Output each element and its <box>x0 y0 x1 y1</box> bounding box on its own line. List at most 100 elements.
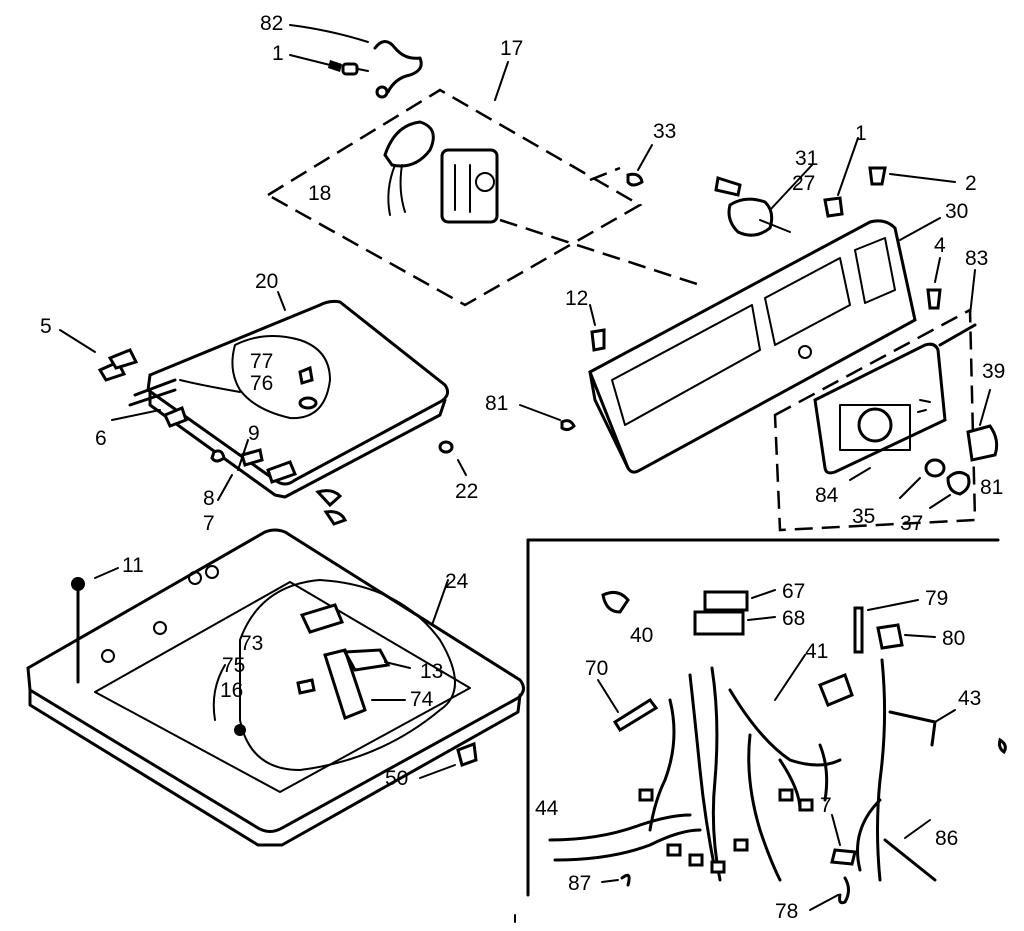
screw-part-4 <box>926 288 942 310</box>
leader-11 <box>94 567 119 579</box>
base-top-group <box>26 528 525 847</box>
label-35: 35 <box>852 505 875 528</box>
screw-part-2 <box>868 166 887 186</box>
clip-part-33 <box>626 172 644 187</box>
leader-82 <box>289 24 369 43</box>
label-50: 50 <box>385 767 408 790</box>
leader-7b <box>831 814 841 846</box>
leader-24 <box>431 579 449 626</box>
label-4: 4 <box>934 234 946 257</box>
label-76: 76 <box>250 372 273 395</box>
label-31: 31 <box>795 147 818 170</box>
wire-clip-end <box>375 85 389 99</box>
fastener-part-76 <box>298 396 318 410</box>
label-24: 24 <box>445 570 469 593</box>
hinge-clip-lower <box>323 510 348 526</box>
fastener-part-77 <box>298 365 314 385</box>
label-44: 44 <box>535 797 559 820</box>
switch-lead <box>759 219 791 233</box>
label-11: 11 <box>122 554 144 577</box>
harness-branch-c <box>747 733 782 882</box>
label-87: 87 <box>568 872 591 895</box>
leader-84 <box>849 467 871 481</box>
label-77: 77 <box>250 350 273 373</box>
harness-right-branch <box>856 798 882 872</box>
wire-end-5 <box>638 788 654 802</box>
washer-top-panel <box>26 528 525 833</box>
wire-end-4 <box>733 838 749 852</box>
top-cover-group <box>59 291 467 526</box>
switch-clip-31 <box>714 176 742 197</box>
leader-68 <box>747 616 776 621</box>
wire-clip-part <box>373 40 423 94</box>
wire-75 <box>212 664 226 721</box>
leader-81a <box>519 404 561 421</box>
label-43: 43 <box>958 687 981 710</box>
label-40: 40 <box>630 624 653 647</box>
leader-80 <box>904 634 936 638</box>
leader-41 <box>774 654 806 701</box>
label-8: 8 <box>203 487 215 510</box>
leader-83 <box>969 269 976 316</box>
top-cover-edge <box>148 388 447 499</box>
console-housing <box>588 219 917 474</box>
clip-part-87 <box>620 873 631 887</box>
screw-part-9 <box>240 448 264 467</box>
leader-2 <box>889 173 956 183</box>
bumper-part-22 <box>438 440 454 454</box>
connector-part-41 <box>818 673 854 707</box>
timer-assembly-group <box>265 24 701 307</box>
connector-part-40 <box>601 590 630 614</box>
control-panel-group <box>773 269 1007 755</box>
label-68: 68 <box>782 607 805 630</box>
label-86: 86 <box>935 827 958 850</box>
console-window-right <box>764 257 851 346</box>
washer-top-cutaway <box>239 579 456 771</box>
label-7a: 7 <box>203 512 215 535</box>
leader-4 <box>934 257 941 283</box>
harness-branch-e <box>818 743 829 802</box>
label-12: 12 <box>565 287 588 310</box>
leader-86 <box>904 819 931 839</box>
label-5: 5 <box>40 315 52 338</box>
label-1b: 1 <box>855 122 867 145</box>
leader-1a <box>289 54 331 66</box>
leader-12 <box>589 304 596 326</box>
terminal-part-70 <box>612 697 659 733</box>
label-73: 73 <box>240 632 263 655</box>
label-41: 41 <box>805 640 828 663</box>
label-81b: 81 <box>980 476 1003 499</box>
label-33: 33 <box>653 120 676 143</box>
washer-top-edge <box>28 688 522 847</box>
leader-78 <box>809 894 839 911</box>
console-front-edge <box>588 370 630 470</box>
wire-44 <box>548 813 692 842</box>
latch-bar <box>128 378 177 407</box>
timer-leader-dash <box>589 166 621 182</box>
label-1a: 1 <box>272 42 284 65</box>
switch-part-27 <box>727 197 774 237</box>
harness-main-left <box>688 673 717 872</box>
hinge-clip-upper <box>315 489 343 508</box>
label-16: 16 <box>220 679 243 702</box>
label-74: 74 <box>410 688 434 711</box>
label-37: 37 <box>900 512 923 535</box>
label-78: 78 <box>775 900 798 923</box>
terminal-block-67 <box>703 590 749 612</box>
wire-end-2 <box>688 853 704 867</box>
bracket-part-39 <box>966 424 999 462</box>
screw-part-lid <box>296 678 316 695</box>
console-group <box>519 137 956 474</box>
leader-6 <box>111 409 161 421</box>
console-window-far <box>854 237 896 304</box>
terminal-block-68 <box>693 610 745 636</box>
top-cover-cutaway <box>231 335 331 420</box>
leader-13 <box>384 661 411 669</box>
timer-assembly-outline <box>265 88 643 307</box>
leader-1b <box>837 137 859 196</box>
fastener-part-16 <box>234 724 246 736</box>
label-7b: 7 <box>820 794 832 817</box>
lid-switch-bracket <box>323 648 367 720</box>
label-75: 75 <box>222 654 245 677</box>
